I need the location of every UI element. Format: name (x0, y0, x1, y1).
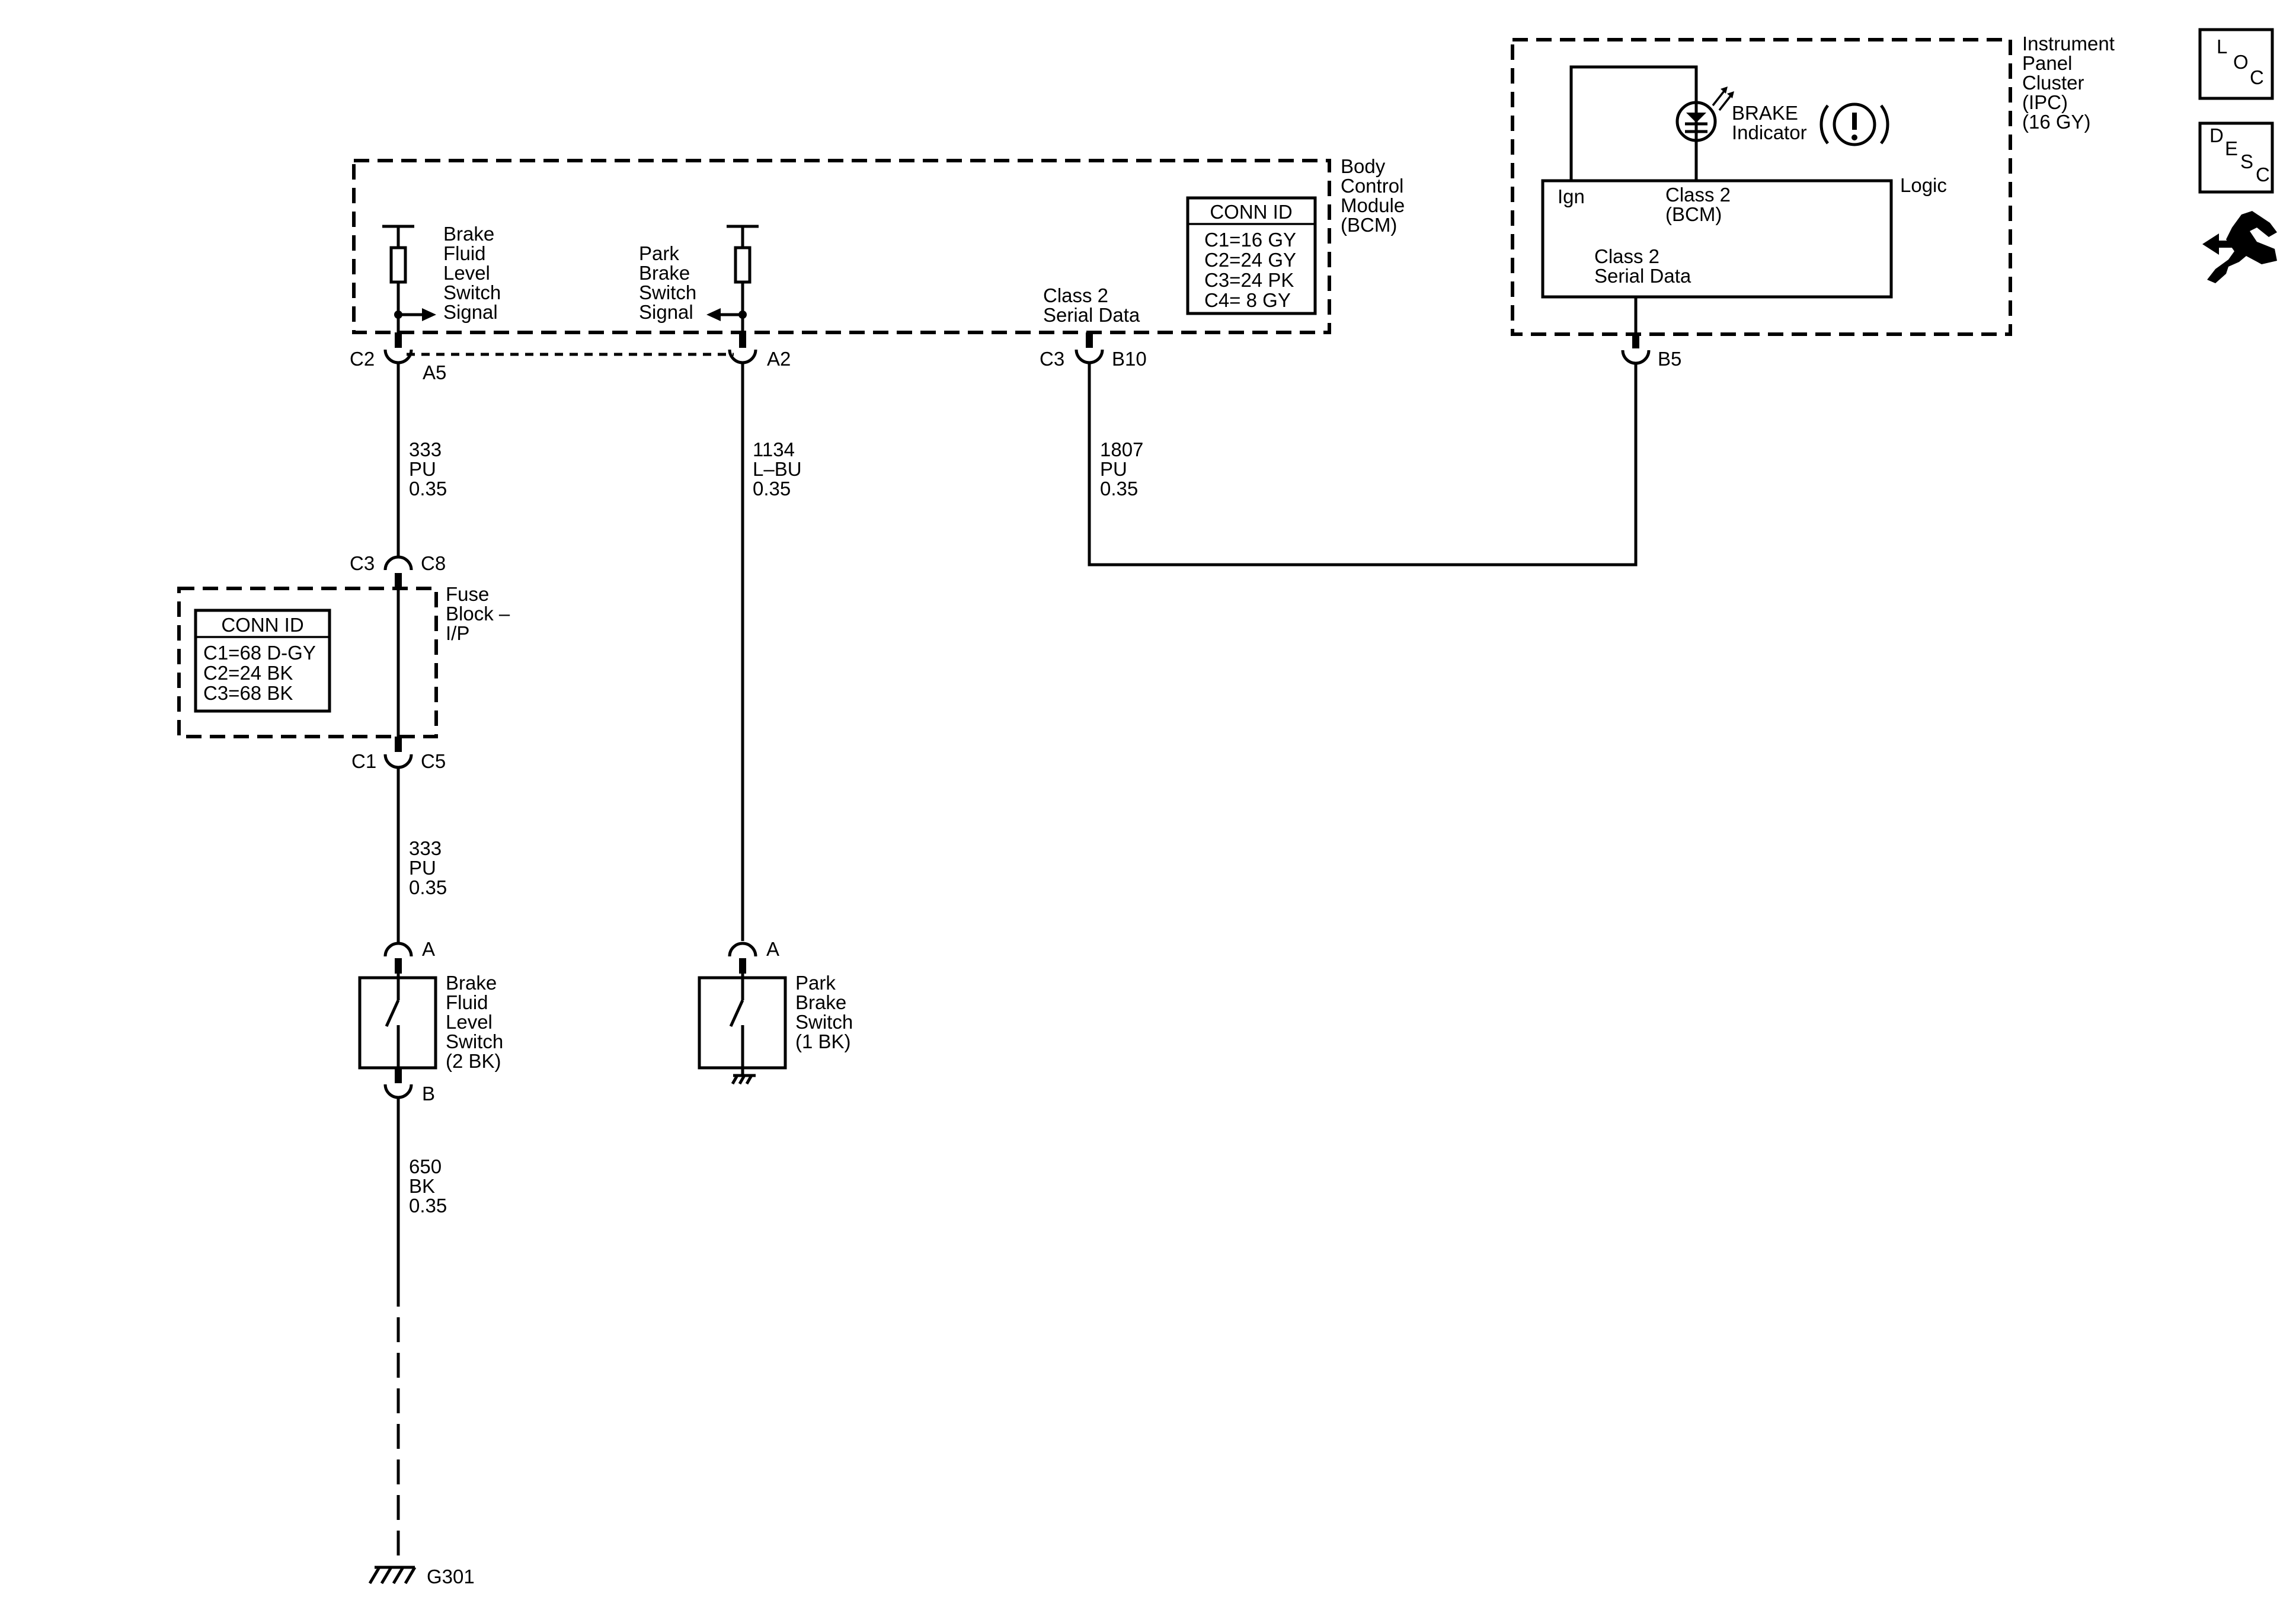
ipc-ign-feed (1569, 65, 1698, 181)
bcm-brake-fluid-signal-label: Brake Fluid Level Switch Signal (443, 223, 506, 323)
ipc-logic-label: Logic (1900, 174, 1947, 196)
connector-label-b10: B10 (1112, 348, 1147, 370)
bcm-park-brake-signal-label: Park Brake Switch Signal (639, 242, 702, 323)
ground-g301[interactable]: G301 (368, 1566, 475, 1587)
bcm-conn-id-table: CONN ID C1=16 GY C2=24 GY C3=24 PK C4= 8… (1186, 196, 1317, 315)
wrench-icon[interactable] (2202, 211, 2277, 283)
wire-333-lower[interactable]: 333 PU 0.35 (396, 767, 447, 942)
connector-label-fluid-a: A (422, 938, 435, 960)
fuse-conn-id-title: CONN ID (221, 614, 303, 636)
connector-fuse-c3-c8[interactable]: C3 C8 (350, 552, 446, 588)
brake-fluid-level-switch[interactable]: Brake Fluid Level Switch (2 BK) (358, 972, 509, 1073)
brake-fluid-switch-label: Brake Fluid Level Switch (2 BK) (446, 972, 509, 1072)
wire-650-label: 650 BK 0.35 (409, 1156, 447, 1217)
desc-letters: D E S C (2209, 124, 2270, 185)
connector-label-a2: A2 (767, 348, 791, 370)
fuse-block-name: Fuse Block – I/P (446, 583, 515, 644)
wire-1807-label: 1807 PU 0.35 (1100, 438, 1149, 500)
connector-label-park-a: A (766, 938, 779, 960)
park-brake-switch-label: Park Brake Switch (1 BK) (795, 972, 858, 1052)
connector-fluid-switch-b[interactable]: B (383, 1068, 435, 1105)
brake-indicator-led (1675, 87, 1734, 181)
bcm-serial-data-label: Class 2 Serial Data (1043, 284, 1140, 326)
bcm-brake-fluid-input: Brake Fluid Level Switch Signal (382, 223, 506, 345)
wire-333-lower-label: 333 PU 0.35 (409, 837, 447, 898)
bcm-name: Body Control Module (BCM) (1341, 155, 1410, 236)
loc-button[interactable]: L O C (2198, 28, 2274, 100)
loc-letters: L O C (2217, 36, 2264, 88)
wire-1134[interactable]: 1134 L–BU 0.35 (741, 363, 807, 941)
ipc-serial-data-label: Class 2 Serial Data (1594, 245, 1691, 287)
ipc-ign-label: Ign (1558, 185, 1585, 207)
connector-label-c3: C3 (1040, 348, 1064, 370)
wire-333-upper-label: 333 PU 0.35 (409, 438, 447, 500)
connector-label-fluid-b: B (422, 1083, 435, 1105)
connector-fluid-switch-a[interactable]: A (383, 938, 435, 974)
ipc-class2-bcm-label: Class 2 (BCM) (1665, 184, 1736, 225)
brake-warning-icon (1819, 103, 1889, 146)
fuse-block-outline (177, 587, 438, 738)
connector-label-fuse-c8: C8 (421, 552, 446, 574)
desc-button[interactable]: D E S C (2198, 121, 2274, 194)
wire-1807[interactable]: 1807 PU 0.35 (1088, 363, 1638, 566)
connector-bcm-a2[interactable]: A2 (728, 332, 791, 370)
ipc-name: Instrument Panel Cluster (IPC) (16 GY) (2022, 33, 2120, 133)
connector-label-fuse-c3: C3 (350, 552, 375, 574)
brake-indicator-label: BRAKE Indicator (1732, 102, 1807, 143)
fuse-conn-id-rows: C1=68 D-GY C2=24 BK C3=68 BK (203, 642, 321, 704)
bcm-conn-id-rows: C1=16 GY C2=24 GY C3=24 PK C4= 8 GY (1204, 229, 1302, 311)
ground-label: G301 (427, 1566, 475, 1587)
connector-label-c2: C2 (350, 348, 375, 370)
ipc-outline (1511, 38, 2012, 336)
wire-1134-label: 1134 L–BU 0.35 (753, 438, 807, 500)
connector-bcm-c3-b10[interactable]: C3 B10 (1040, 332, 1147, 370)
connector-bcm-c2-a5[interactable]: C2 A5 (350, 332, 446, 383)
bcm-park-brake-input: Park Brake Switch Signal (639, 225, 759, 345)
bcm-conn-id-title: CONN ID (1210, 201, 1292, 223)
fuse-block-ip[interactable]: Fuse Block – I/P CONN ID C1=68 D-GY C2=2… (177, 579, 515, 741)
connector-label-fuse-c1: C1 (351, 750, 376, 772)
connector-ipc-b5[interactable]: B5 (1621, 334, 1681, 370)
bcm-module[interactable]: Body Control Module (BCM) CONN ID C1=16 … (352, 155, 1410, 345)
ipc-module[interactable]: Instrument Panel Cluster (IPC) (16 GY) B… (1511, 33, 2120, 336)
park-brake-switch[interactable]: Park Brake Switch (1 BK) (698, 972, 858, 1085)
ipc-logic-block (1541, 179, 1893, 299)
connector-label-fuse-c5: C5 (421, 750, 446, 772)
bcm-outline (352, 159, 1331, 334)
connector-label-b5: B5 (1658, 348, 1681, 370)
wire-650[interactable]: 650 BK 0.35 (396, 1097, 447, 1564)
fuse-conn-id-table: CONN ID C1=68 D-GY C2=24 BK C3=68 BK (194, 609, 331, 713)
connector-fuse-c1-c5[interactable]: C1 C5 (351, 737, 446, 772)
connector-label-a5: A5 (423, 361, 446, 383)
connector-park-switch-a[interactable]: A (728, 938, 779, 974)
wire-333-upper[interactable]: 333 PU 0.35 (396, 363, 447, 556)
